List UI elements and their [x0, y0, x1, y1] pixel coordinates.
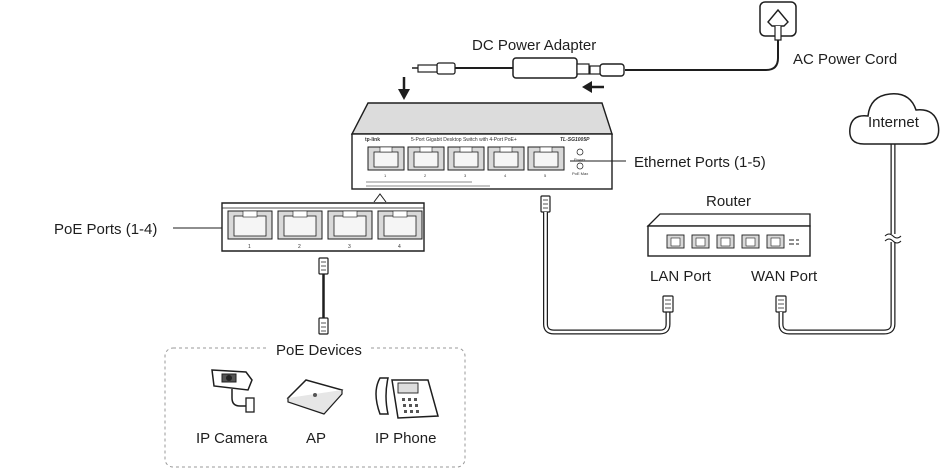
ip-camera-label: IP Camera [196, 430, 268, 447]
ap-label: AP [306, 430, 326, 447]
poe-port-2 [277, 210, 323, 240]
poe-port-4 [377, 210, 423, 240]
poe-port-number-2: 2 [298, 244, 301, 250]
arrow-left-icon [582, 81, 604, 93]
switch-ethernet-port-1 [367, 146, 405, 171]
internet-cloud-icon [849, 93, 940, 145]
switch-port-number-2: 2 [424, 173, 427, 178]
switch-model: TL-SG1005P [560, 137, 590, 143]
poe-devices-label: PoE Devices [276, 342, 362, 359]
poe-cable [318, 257, 329, 335]
ac-power-cord [625, 40, 779, 71]
switch-ethernet-port-2 [407, 146, 445, 171]
wan-cable [775, 142, 902, 335]
internet-label: Internet [868, 114, 920, 131]
switch-description: 5-Port Gigabit Desktop Switch with 4-Por… [411, 137, 517, 143]
poe-max-led-label: PoE Max [572, 171, 588, 176]
poe-port-number-1: 1 [248, 244, 251, 250]
power-led-icon [576, 148, 584, 156]
poe-ports-label: PoE Ports (1-4) [54, 221, 157, 238]
switch-ethernet-port-3 [447, 146, 485, 171]
switch-ethernet-port-5 [527, 146, 565, 171]
dc-power-adapter-label: DC Power Adapter [472, 37, 596, 54]
switch-port-number-1: 1 [384, 173, 387, 178]
router-lan-port-2 [691, 234, 710, 249]
router-lan-port-1 [666, 234, 685, 249]
poe-port-1 [227, 210, 273, 240]
poe-devices-group [164, 347, 466, 468]
ip-phone-label: IP Phone [375, 430, 436, 447]
poe-port-3 [327, 210, 373, 240]
router-label: Router [706, 193, 751, 210]
switch-ethernet-port-4 [487, 146, 525, 171]
switch-port-number-4: 4 [504, 173, 507, 178]
power-led-label: Power [574, 157, 586, 162]
switch-brand: tp-link [365, 137, 380, 143]
poe-port-strip: 1 2 3 4 [221, 202, 425, 252]
arrow-down-icon [398, 77, 410, 100]
ac-cord-plug [589, 63, 625, 77]
poe-max-led-icon [576, 162, 584, 170]
switch-port-number-3: 3 [464, 173, 467, 178]
lan-cable [540, 195, 674, 335]
ac-power-cord-label: AC Power Cord [793, 51, 897, 68]
router-wan-port [766, 234, 785, 249]
router-lan-port-4 [741, 234, 760, 249]
dc-power-adapter [512, 57, 590, 79]
ip-phone-icon [375, 377, 439, 419]
wan-port-label: WAN Port [751, 268, 818, 285]
lan-port-label: LAN Port [650, 268, 712, 285]
ac-power-outlet [759, 1, 797, 41]
poe-port-number-3: 3 [348, 244, 351, 250]
ip-camera-icon [211, 369, 255, 413]
zoom-pointer [373, 193, 387, 203]
access-point-icon [286, 379, 344, 415]
switch-tl-sg1005p: tp-link 5-Port Gigabit Desktop Switch wi… [350, 102, 613, 190]
ethernet-ports-label: Ethernet Ports (1-5) [634, 154, 766, 171]
dc-plug [412, 62, 456, 75]
router [646, 213, 811, 257]
poe-port-number-4: 4 [398, 244, 401, 250]
switch-port-number-5: 5 [544, 173, 547, 178]
router-lan-port-3 [716, 234, 735, 249]
